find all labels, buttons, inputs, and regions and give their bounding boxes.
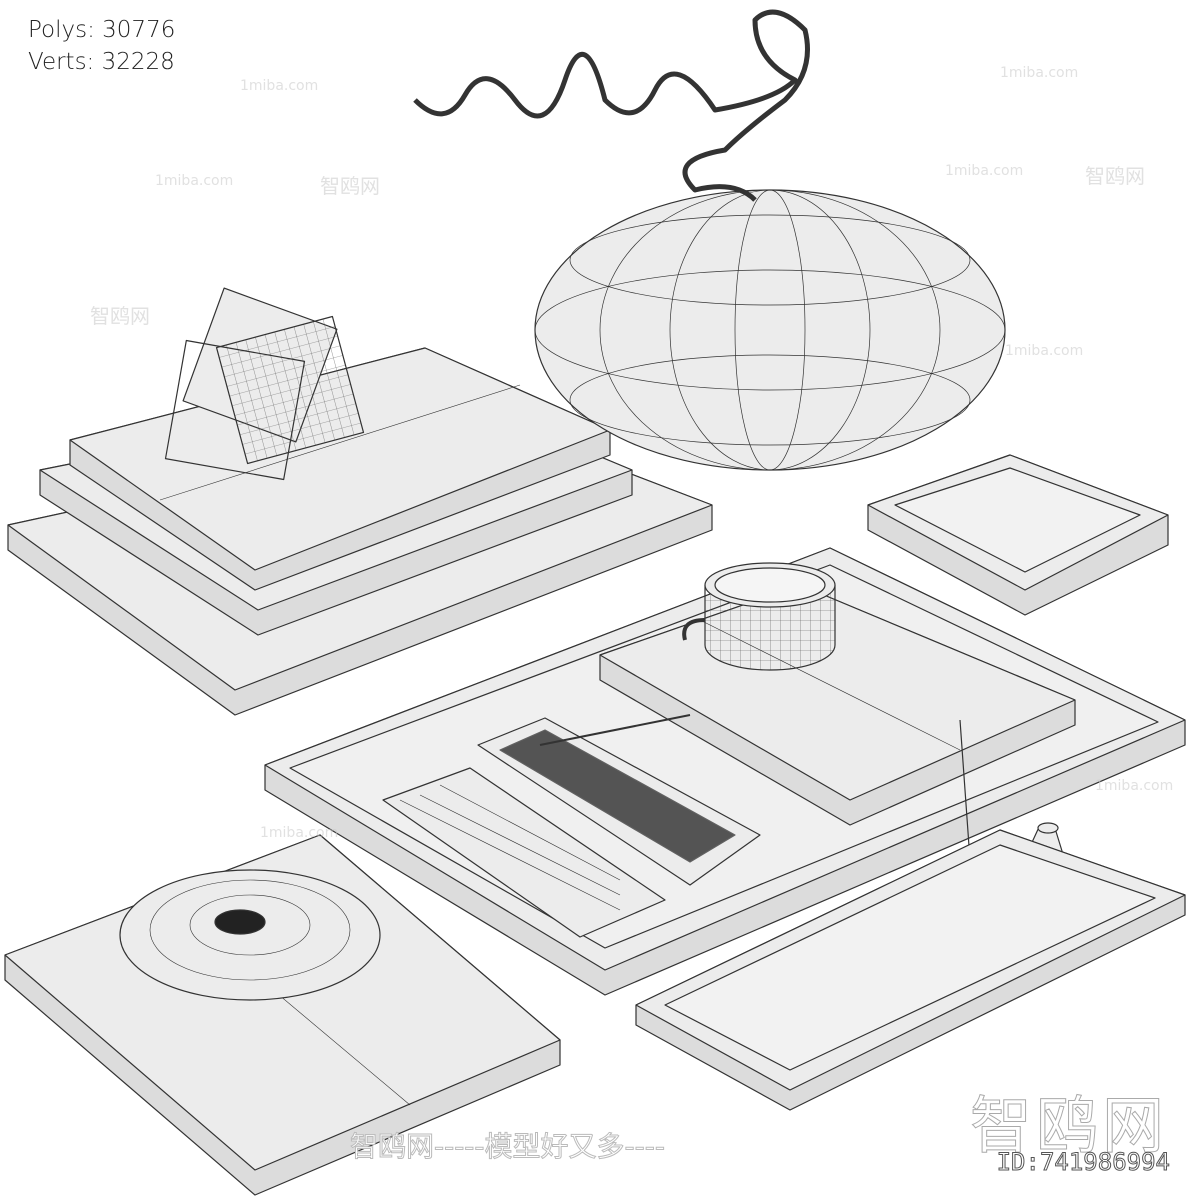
watermark-slogan: 智鸥网-----模型好又多---- bbox=[350, 1130, 666, 1164]
watermark-brand: 智鸥网 bbox=[320, 174, 380, 198]
watermark-brand-large: 智鸥网 bbox=[969, 1089, 1168, 1163]
watermark-site: 1miba.com bbox=[1005, 343, 1084, 359]
watermark-site: 1miba.com bbox=[1000, 65, 1079, 81]
model-id: ID:741986994 bbox=[996, 1148, 1170, 1177]
mesh-cup bbox=[682, 562, 836, 671]
watermark-site: 1miba.com bbox=[1095, 778, 1174, 794]
bottom-book bbox=[4, 834, 561, 1196]
watermark-site: 1miba.com bbox=[240, 78, 319, 94]
watermark-brand: 智鸥网 bbox=[1085, 164, 1145, 188]
verts-count: Verts: 32228 bbox=[28, 49, 175, 75]
square-tray bbox=[867, 454, 1169, 616]
incense-holder bbox=[477, 714, 761, 886]
rectangular-tray bbox=[635, 829, 1186, 1111]
watermark-site: 1miba.com bbox=[260, 825, 339, 841]
pumpkin-vase bbox=[413, 9, 1006, 471]
knot-sculpture bbox=[164, 287, 365, 481]
mesh-stats: Polys: 30776 Verts: 32228 bbox=[28, 14, 175, 78]
polys-count: Polys: 30776 bbox=[28, 17, 176, 43]
incense-sticks-sheet bbox=[382, 767, 666, 938]
watermark-site: 1miba.com bbox=[945, 163, 1024, 179]
watermark-brand: 智鸥网 bbox=[90, 304, 150, 328]
watermark-site: 1miba.com bbox=[155, 173, 234, 189]
